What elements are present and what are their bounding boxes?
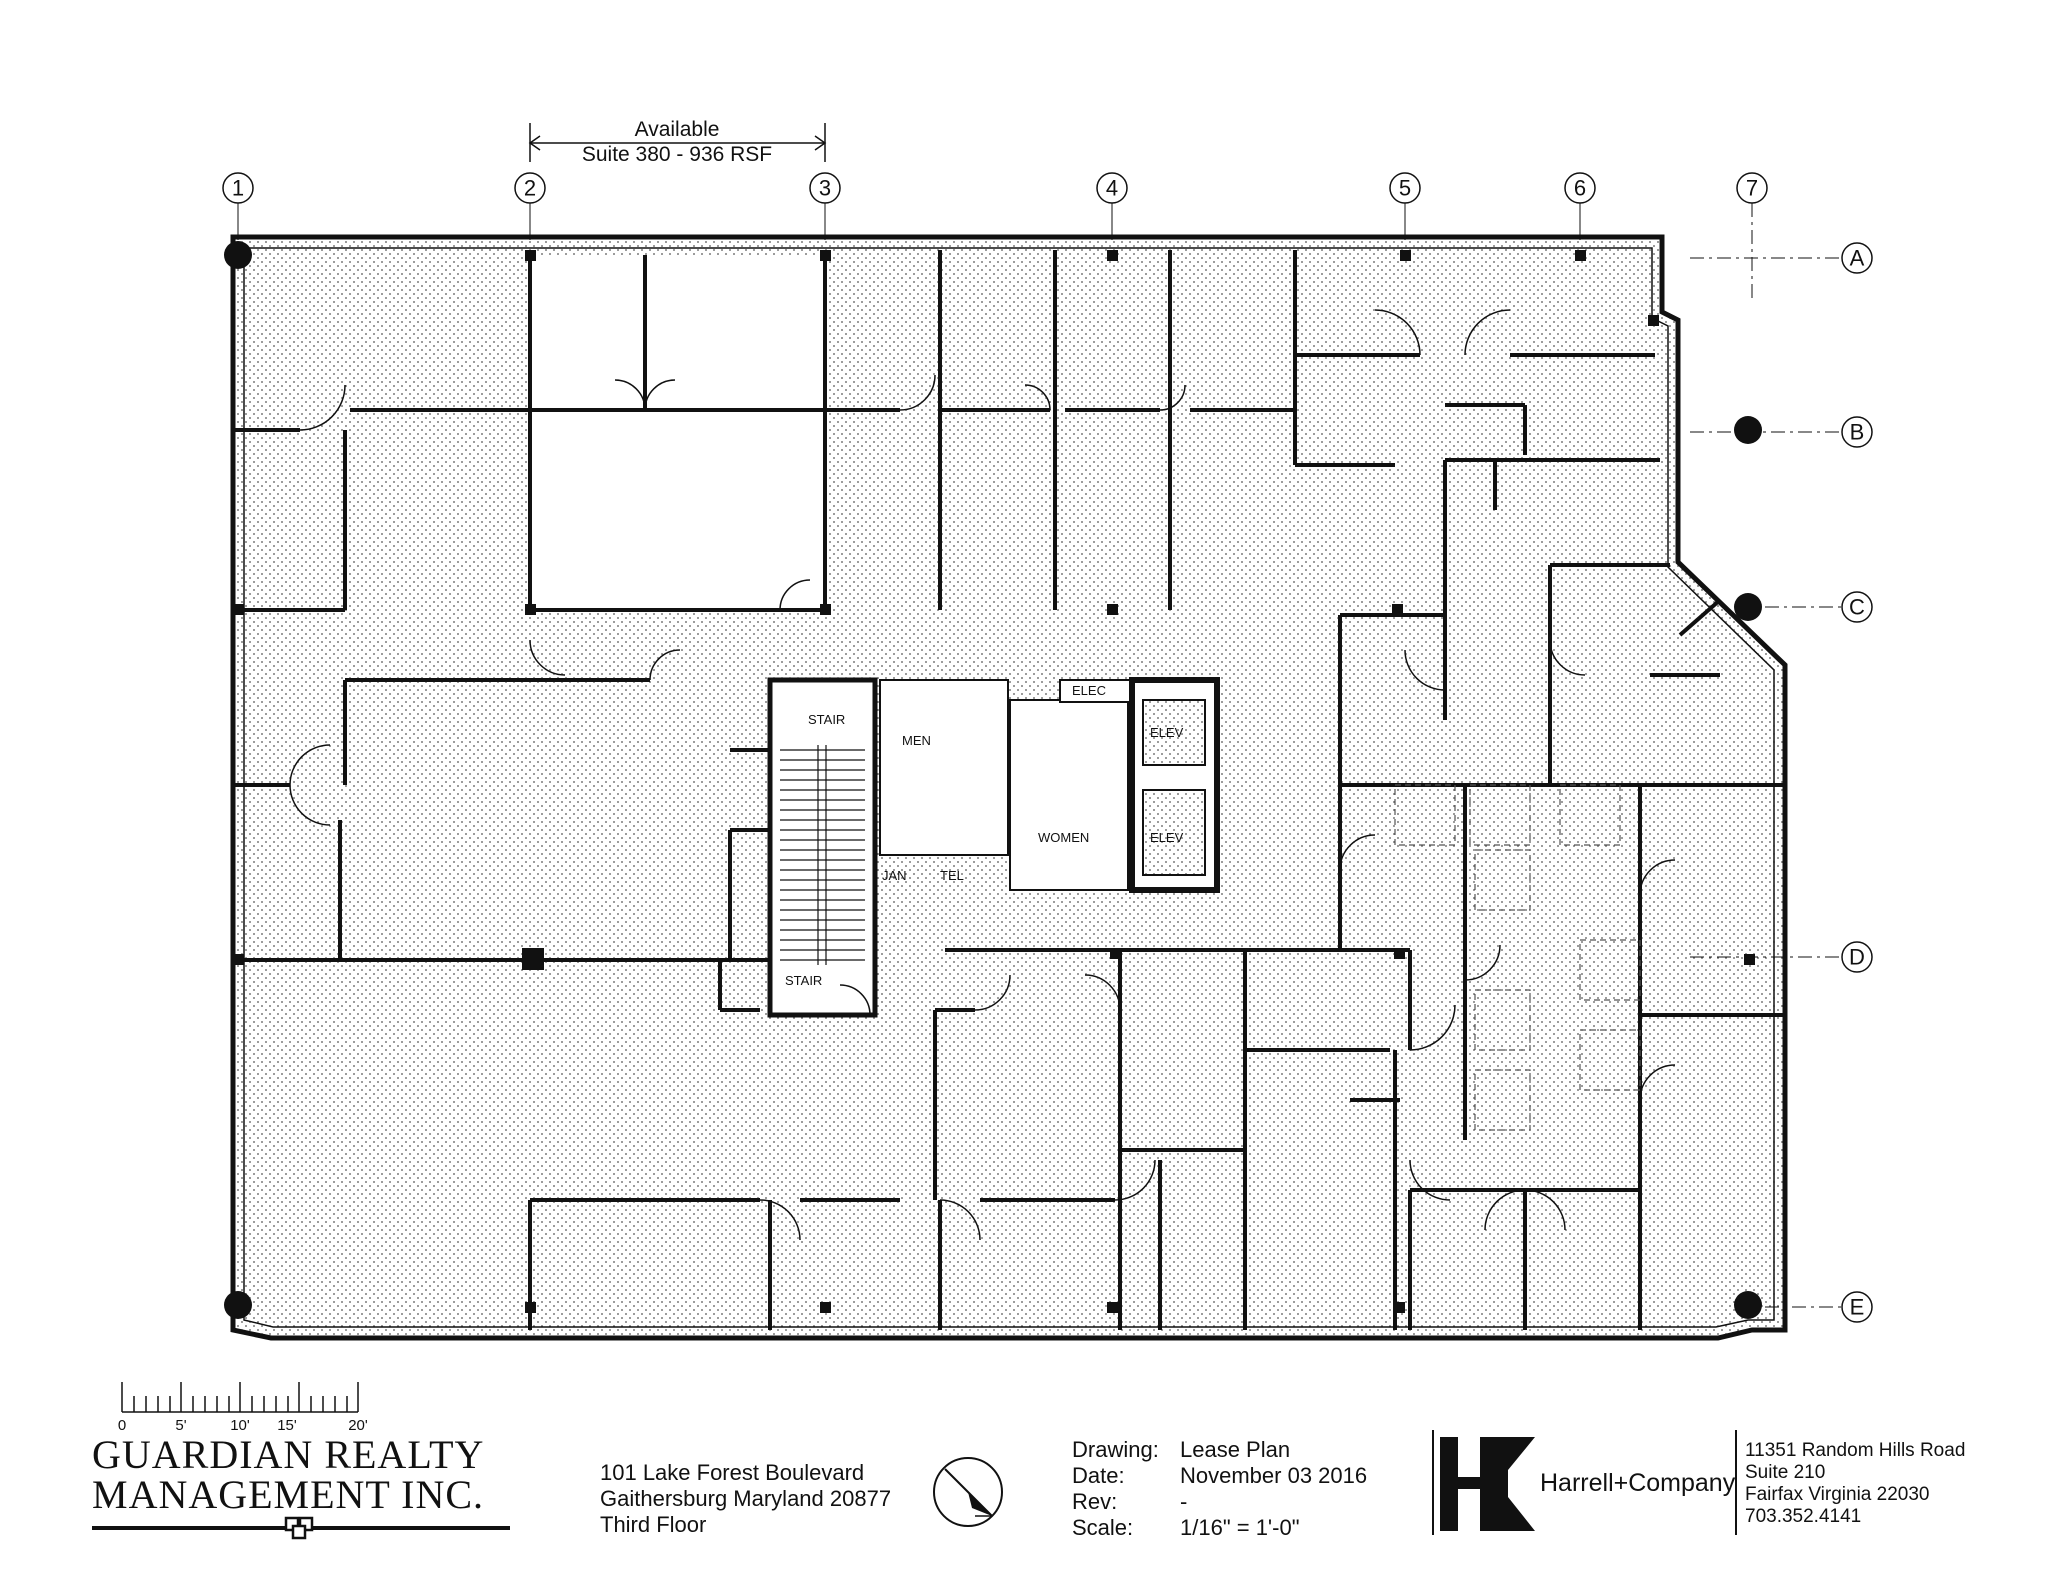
date-value: November 03 2016 [1180,1463,1368,1488]
elec-label: ELEC [1072,683,1106,698]
scale-key: Scale: [1072,1515,1134,1540]
svg-text:5': 5' [175,1417,186,1434]
svg-text:7: 7 [1746,176,1758,201]
svg-text:1: 1 [232,176,244,201]
stair-label-bottom: STAIR [785,973,822,988]
suite-dimension [528,123,827,162]
north-arrow-icon [933,1457,1003,1527]
svg-text:3: 3 [819,176,831,201]
elec-room [1059,679,1131,703]
company-name: GUARDIAN REALTY MANAGEMENT INC. [92,1435,484,1515]
suite-label: Suite 380 - 936 RSF [582,143,772,166]
grid-bubble-5: 5 [1389,172,1421,240]
property-address: 101 Lake Forest Boulevard Gaithersburg M… [600,1460,891,1538]
elev-label-1: ELEV [1150,725,1184,740]
company-name-line2: MANAGEMENT INC. [92,1472,485,1517]
drawing-value: Lease Plan [1180,1437,1291,1462]
scale-value: 1/16" = 1'-0" [1180,1515,1300,1540]
grid-bubble-D: D [1690,941,1873,973]
available-label: Available [635,118,720,141]
mens-label: MEN [902,733,931,748]
architect-address-line4: 703.352.4141 [1745,1506,1862,1527]
address-line1: 101 Lake Forest Boulevard [600,1460,865,1485]
svg-text:10': 10' [230,1417,250,1434]
drawing-row: Drawing: Lease Plan [1072,1437,1367,1463]
svg-text:6: 6 [1574,176,1586,201]
date-key: Date: [1072,1463,1125,1488]
svg-text:15': 15' [277,1417,297,1434]
door-swings [289,309,1676,1241]
rev-value: - [1180,1489,1188,1514]
harrell-company-logo-icon [1440,1437,1535,1531]
svg-text:E: E [1850,1295,1865,1320]
grid-bubble-B: B [1690,416,1873,448]
grid-bubble-4: 4 [1096,172,1128,240]
workstation-cluster [1394,784,1641,1131]
womens-label: WOMEN [1038,830,1089,845]
tel-label: TEL [940,868,964,883]
grid-bubble-2: 2 [514,172,546,240]
address-line3: Third Floor [600,1512,707,1537]
grid-bubble-A: A [1690,242,1873,274]
architect-name: Harrell+Company [1540,1469,1736,1497]
company-name-line1: GUARDIAN REALTY [92,1432,485,1477]
grid-bubble-E: E [1765,1291,1873,1323]
rev-key: Rev: [1072,1489,1118,1514]
row-grid-bubbles: A B C D E [1690,242,1873,1323]
grid-bubble-C: C [1765,591,1873,623]
svg-text:5: 5 [1399,176,1411,201]
drawing-key: Drawing: [1072,1437,1159,1462]
mens-restroom [879,679,1009,856]
womens-restroom [1009,699,1129,891]
elevator-car-2 [1142,789,1206,876]
address-line2: Gaithersburg Maryland 20877 [600,1486,892,1511]
scale-bar-labels: 0 5' 10' 15' 20' [118,1417,368,1434]
structural-columns [224,241,1762,1319]
grid-bubble-7: 7 [1736,172,1768,300]
column-grid-bubbles: 1 2 3 4 5 6 7 [222,172,1768,300]
svg-text:A: A [1850,246,1865,271]
scale-bar [121,1382,359,1413]
svg-text:2: 2 [524,176,536,201]
available-suite-380 [530,255,825,610]
stair-label-top: STAIR [808,712,845,727]
stair-core [767,677,878,1018]
architect-address-line3: Fairfax Virginia 22030 [1745,1484,1930,1505]
elev-label-2: ELEV [1150,830,1184,845]
svg-text:B: B [1850,420,1865,445]
company-logo-mark [92,1516,510,1540]
interior-walls [233,250,1785,1330]
svg-text:C: C [1849,595,1865,620]
svg-text:0: 0 [118,1417,126,1434]
svg-text:20': 20' [348,1417,368,1434]
elevator-car-1 [1142,699,1206,766]
grid-bubble-3: 3 [809,172,841,240]
drawing-info: Drawing: Lease Plan Date: November 03 2016… [1072,1437,1367,1541]
stair-treads [780,745,865,965]
date-row: Date: November 03 2016 [1072,1463,1367,1489]
rev-row: Rev: - [1072,1489,1367,1515]
architect-address-line1: 11351 Random Hills Road [1745,1440,1966,1461]
architect-address-line2: Suite 210 [1745,1462,1826,1483]
svg-text:4: 4 [1106,176,1118,201]
architect-address: 11351 Random Hills Road Suite 210 Fairfa… [1745,1440,1965,1528]
grid-bubble-1: 1 [222,172,254,240]
jan-label: JAN [882,868,907,883]
scale-row: Scale: 1/16" = 1'-0" [1072,1515,1367,1541]
svg-text:D: D [1849,945,1865,970]
grid-bubble-6: 6 [1564,172,1596,240]
